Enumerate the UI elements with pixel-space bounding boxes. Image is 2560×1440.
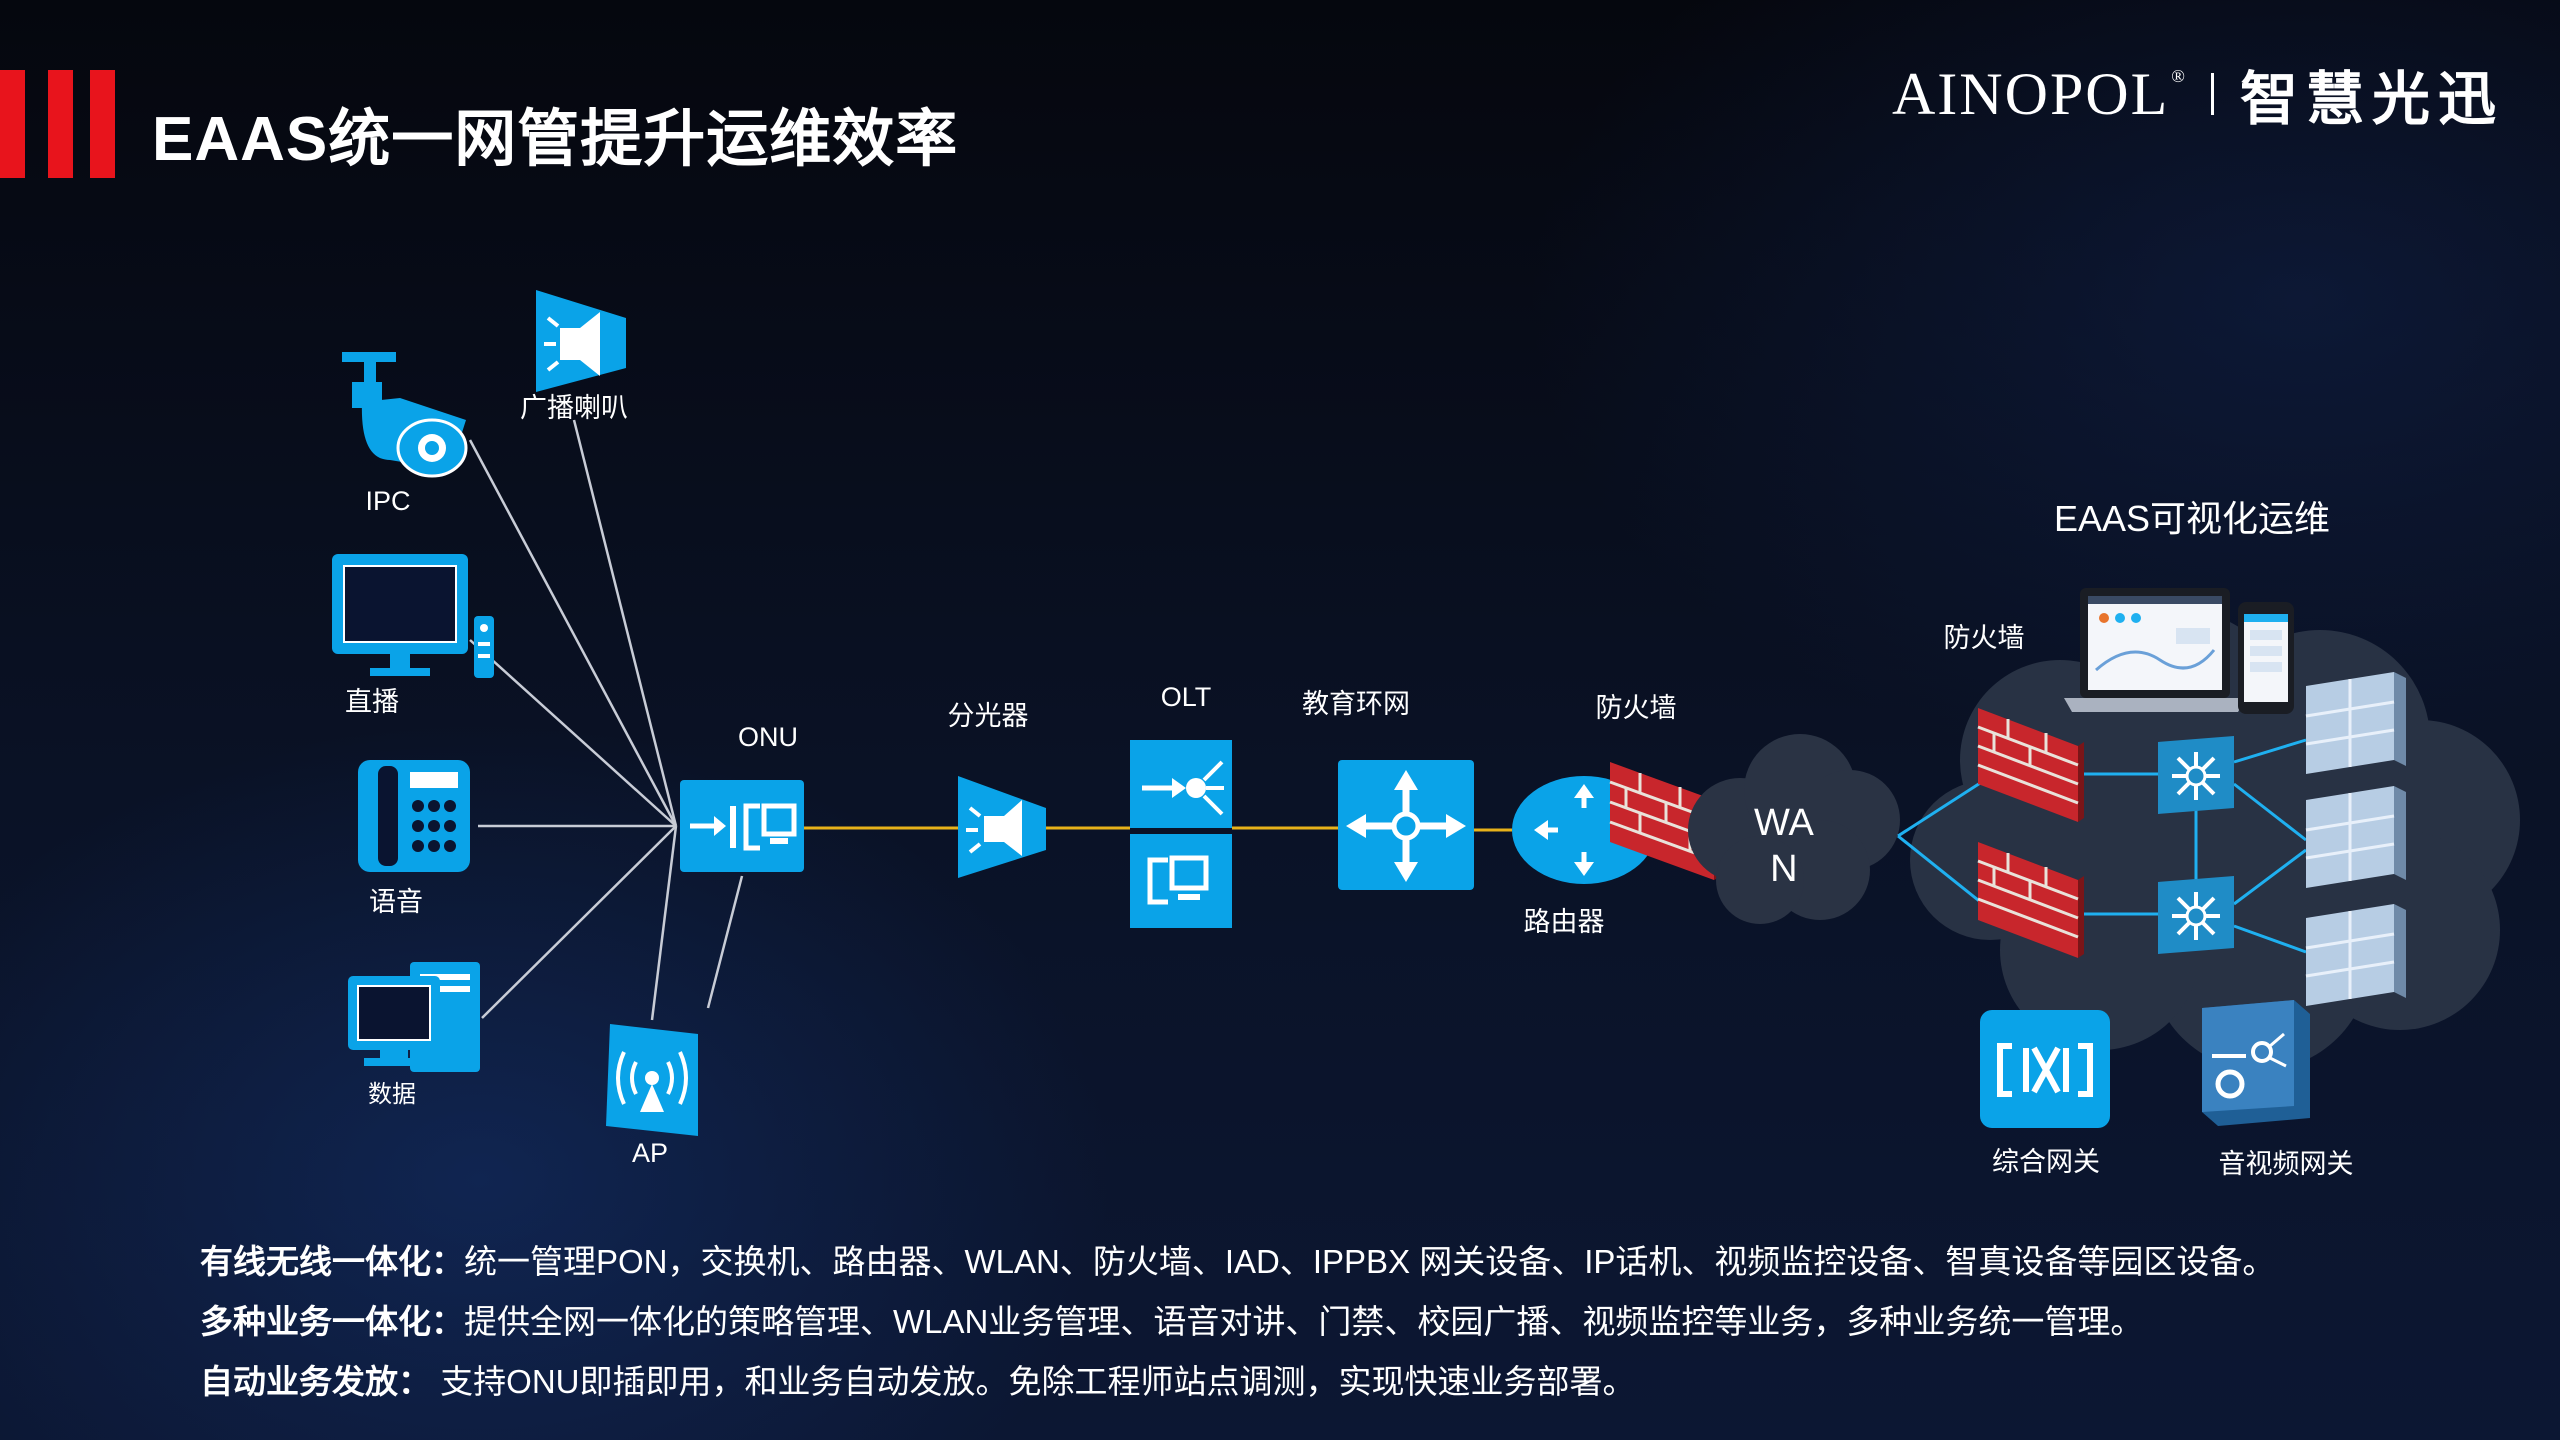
feature-label: 多种业务一体化： — [200, 1303, 464, 1340]
feature-text: 提供全网一体化的策略管理、WLAN业务管理、语音对讲、门禁、校园广播、视频监控等… — [464, 1303, 2144, 1340]
core-switch-2-icon — [2158, 876, 2234, 954]
voice-label: 语音 — [369, 887, 423, 917]
endpoint-links — [468, 419, 744, 1021]
data-computer-icon — [348, 962, 480, 1072]
speaker-label: 广播喇叭 — [520, 393, 628, 423]
ap-icon — [606, 1024, 698, 1136]
server-rack-1-icon — [2305, 672, 2406, 774]
av-gateway-label: 音视频网关 — [2218, 1149, 2354, 1179]
feature-text: 支持ONU即插即用，和业务自动发放。免除工程师站点调测，实现快速业务部署。 — [431, 1363, 1636, 1400]
accent-bar — [0, 70, 25, 178]
feature-list: 有线无线一体化：统一管理PON，交换机、路由器、WLAN、防火墙、IAD、IPP… — [200, 1232, 2275, 1412]
accent-bar — [90, 70, 115, 178]
gateway-label: 综合网关 — [1992, 1147, 2100, 1177]
link-ap-onu — [650, 825, 678, 1021]
broadcast-speaker-icon — [536, 290, 626, 392]
live-label: 直播 — [345, 687, 399, 717]
feature-text: 统一管理PON，交换机、路由器、WLAN、防火墙、IAD、IPPBX 网关设备、… — [464, 1243, 2276, 1280]
integrated-gateway-icon — [1980, 1010, 2110, 1128]
av-gateway-icon — [2202, 1000, 2310, 1126]
onu-icon — [680, 780, 804, 872]
link-data-onu — [481, 825, 677, 1019]
core-switch-1-icon — [2158, 736, 2234, 814]
link-core2-srv2 — [2233, 848, 2307, 906]
title-accent-bars — [0, 70, 120, 178]
cloud-firewall-2-icon — [1977, 842, 2084, 958]
link-wan-fw1 — [1897, 776, 1989, 838]
link-core2-srv3 — [2233, 924, 2307, 954]
eaas-cloud-title: EAAS可视化运维 — [2053, 498, 2331, 539]
olt-icon — [1130, 740, 1232, 928]
onu-label: ONU — [738, 722, 798, 752]
server-rack-3-icon — [2305, 904, 2406, 1006]
logo-brand: AINOPOL — [1891, 60, 2170, 127]
router-label: 路由器 — [1523, 907, 1605, 937]
ipc-camera-icon — [342, 352, 468, 478]
feature-label: 自动业务发放： — [200, 1363, 431, 1400]
link-wan-fw2 — [1897, 834, 1989, 910]
backbone-links — [804, 826, 1512, 832]
feature-row: 有线无线一体化：统一管理PON，交换机、路由器、WLAN、防火墙、IAD、IPP… — [200, 1232, 2275, 1292]
logo-registered-mark: ® — [2171, 65, 2185, 86]
link-ipc-onu — [468, 439, 678, 827]
wan-label: WA N — [1754, 802, 1814, 890]
page-title: EAAS统一网管提升运维效率 — [152, 105, 959, 174]
link-live-onu — [469, 639, 677, 827]
live-monitor-icon — [332, 554, 494, 678]
feature-label: 有线无线一体化： — [200, 1243, 464, 1280]
logo-slogan: 智慧光迅 — [2239, 67, 2504, 132]
link-core1-srv1 — [2233, 738, 2307, 764]
link-speaker-onu — [572, 419, 678, 827]
server-rack-2-icon — [2305, 786, 2406, 888]
feature-row: 多种业务一体化：提供全网一体化的策略管理、WLAN业务管理、语音对讲、门禁、校园… — [200, 1292, 2275, 1352]
dashboard-laptop-icon — [2064, 588, 2246, 712]
splitter-icon — [958, 776, 1046, 878]
accent-bar — [48, 70, 73, 178]
splitter-label: 分光器 — [947, 701, 1029, 731]
data-label: 数据 — [368, 1081, 416, 1108]
edu-ring-label: 教育环网 — [1302, 689, 1410, 719]
ap-label: AP — [631, 1138, 669, 1168]
logo-separator — [2210, 73, 2214, 115]
wan-cloud-icon — [1688, 734, 1900, 924]
voice-phone-icon — [358, 760, 470, 872]
dashboard-phone-icon — [2238, 602, 2294, 714]
firewall-label: 防火墙 — [1595, 693, 1677, 723]
feature-row: 自动业务发放： 支持ONU即插即用，和业务自动发放。免除工程师站点调测，实现快速… — [200, 1352, 2275, 1412]
link-ap-onu-2 — [706, 875, 744, 1009]
link-core1-srv2 — [2233, 782, 2307, 842]
edu-ring-switch-icon — [1338, 760, 1474, 890]
olt-label: OLT — [1160, 682, 1212, 712]
cloud-links — [1897, 738, 2307, 954]
company-logo: AINOPOL ® 智慧光迅 — [1892, 52, 2504, 136]
cloud-firewall-1-icon — [1977, 708, 2084, 822]
cloud-firewall-label: 防火墙 — [1943, 623, 2025, 653]
ipc-label: IPC — [365, 486, 411, 516]
